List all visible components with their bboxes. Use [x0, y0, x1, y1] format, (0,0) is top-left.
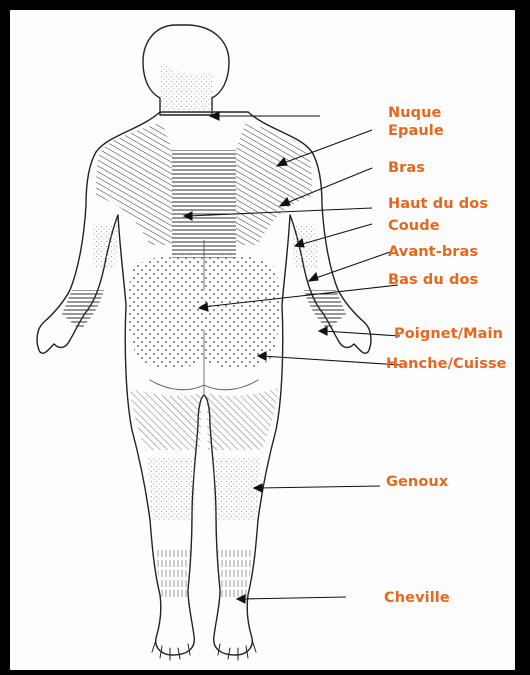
label-haut-du-dos: Haut du dos [388, 196, 488, 212]
label-bras: Bras [388, 160, 425, 176]
label-bas-du-dos: Bas du dos [388, 272, 478, 288]
label-nuque: Nuque [388, 105, 442, 121]
diagram-panel: Nuque Epaule Bras Haut du dos Coude Avan… [10, 10, 515, 670]
label-cheville: Cheville [384, 590, 450, 606]
region-shading [62, 60, 346, 600]
label-genoux: Genoux [386, 474, 448, 490]
label-coude: Coude [388, 218, 440, 234]
label-hanche-cuisse: Hanche/Cuisse [386, 356, 507, 372]
label-epaule: Epaule [388, 123, 444, 139]
label-poignet-main: Poignet/Main [394, 326, 503, 342]
label-avant-bras: Avant-bras [388, 244, 478, 260]
